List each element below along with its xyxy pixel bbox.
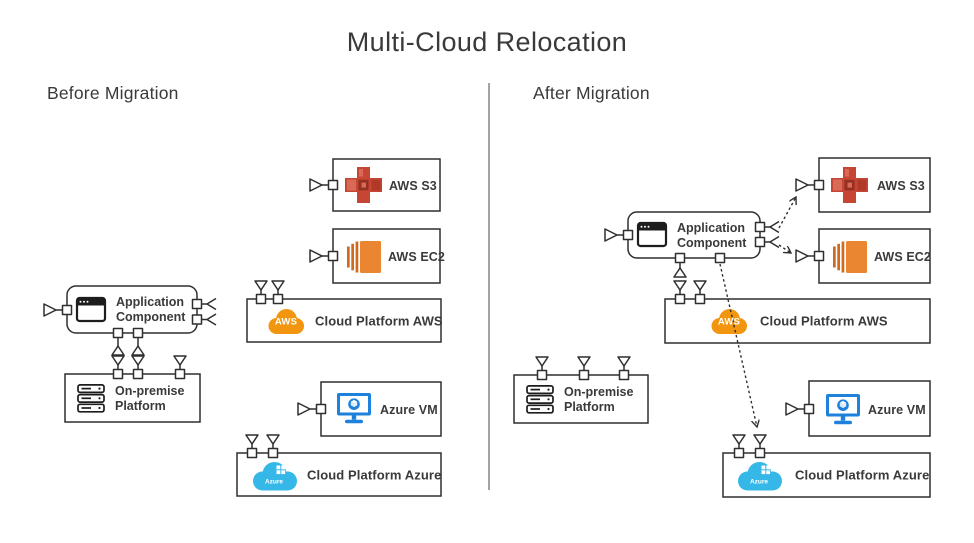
after-cloud-platform-aws-box <box>664 298 931 344</box>
port-icon <box>754 236 766 248</box>
after-aws-logo-text: AWS <box>717 316 741 328</box>
usage-arrow-icon <box>111 345 125 356</box>
after-on-premise-platform-label: On-premise Platform <box>564 385 634 414</box>
service-antenna-icon <box>254 280 268 305</box>
port-icon <box>132 327 144 339</box>
migration-arrow-to-s3 <box>778 197 796 229</box>
provided-interface-icon <box>309 249 339 263</box>
service-antenna-icon <box>617 356 631 381</box>
service-antenna-icon <box>577 356 591 381</box>
before-heading: Before Migration <box>47 83 179 103</box>
before-azure-vm-label: Azure VM <box>380 403 438 417</box>
port-icon <box>112 327 124 339</box>
provided-interface-icon <box>309 178 339 192</box>
service-antenna-icon <box>131 355 145 380</box>
migration-arrow-to-ec2 <box>778 244 791 253</box>
port-icon <box>674 252 686 264</box>
after-aws-ec2-label: AWS EC2 <box>874 250 931 264</box>
usage-arrow-icon <box>131 345 145 356</box>
before-azure-logo-text: Azure <box>264 478 284 486</box>
provided-interface-icon <box>297 402 327 416</box>
page-title: Multi-Cloud Relocation <box>346 27 628 57</box>
service-antenna-icon <box>271 280 285 305</box>
before-aws-ec2-box <box>332 228 441 284</box>
service-antenna-icon <box>535 356 549 381</box>
provided-interface-icon <box>795 249 825 263</box>
required-socket-icon <box>769 235 780 249</box>
before-on-premise-platform-label: On-premise Platform <box>115 384 185 413</box>
usage-arrow-icon <box>673 267 687 278</box>
before-aws-logo-text: AWS <box>274 316 298 328</box>
before-cloud-platform-azure-label: Cloud Platform Azure <box>307 467 442 483</box>
service-antenna-icon <box>111 355 125 380</box>
after-application-component-label: Application Component <box>677 221 747 250</box>
after-azure-logo-text: Azure <box>749 478 769 486</box>
after-heading: After Migration <box>533 83 650 103</box>
service-antenna-icon <box>245 434 259 459</box>
required-socket-icon <box>206 297 217 311</box>
before-application-component-label: Application Component <box>116 295 186 324</box>
provided-interface-icon <box>604 228 634 242</box>
service-antenna-icon <box>693 280 707 305</box>
migration-arrow-to-azure <box>719 263 757 427</box>
port-icon <box>191 314 203 325</box>
after-cloud-platform-aws-label: Cloud Platform AWS <box>760 313 888 329</box>
service-antenna-icon <box>732 434 746 459</box>
aws-ec2-icon <box>347 241 381 273</box>
required-socket-icon <box>769 220 780 234</box>
service-antenna-icon <box>673 280 687 305</box>
before-aws-s3-label: AWS S3 <box>389 179 437 193</box>
required-socket-icon <box>206 313 217 326</box>
after-section <box>513 157 931 498</box>
provided-interface-icon <box>795 178 825 192</box>
server-stack-icon <box>526 385 554 414</box>
before-aws-ec2-label: AWS EC2 <box>388 250 445 264</box>
provided-interface-icon <box>43 303 73 317</box>
aws-ec2-icon <box>833 241 867 273</box>
service-antenna-icon <box>173 355 187 380</box>
service-antenna-icon <box>266 434 280 459</box>
provided-interface-icon <box>785 402 815 416</box>
after-cloud-platform-azure-label: Cloud Platform Azure <box>795 467 930 483</box>
app-window-icon <box>75 296 107 323</box>
port-icon <box>191 298 203 310</box>
after-azure-vm-label: Azure VM <box>868 403 926 417</box>
before-section <box>43 158 442 497</box>
service-antenna-icon <box>753 434 767 459</box>
port-icon <box>754 221 766 233</box>
port-icon <box>714 252 726 264</box>
after-aws-s3-label: AWS S3 <box>877 179 925 193</box>
server-stack-icon <box>77 384 105 413</box>
app-window-icon <box>636 221 668 248</box>
before-cloud-platform-aws-label: Cloud Platform AWS <box>315 313 443 329</box>
